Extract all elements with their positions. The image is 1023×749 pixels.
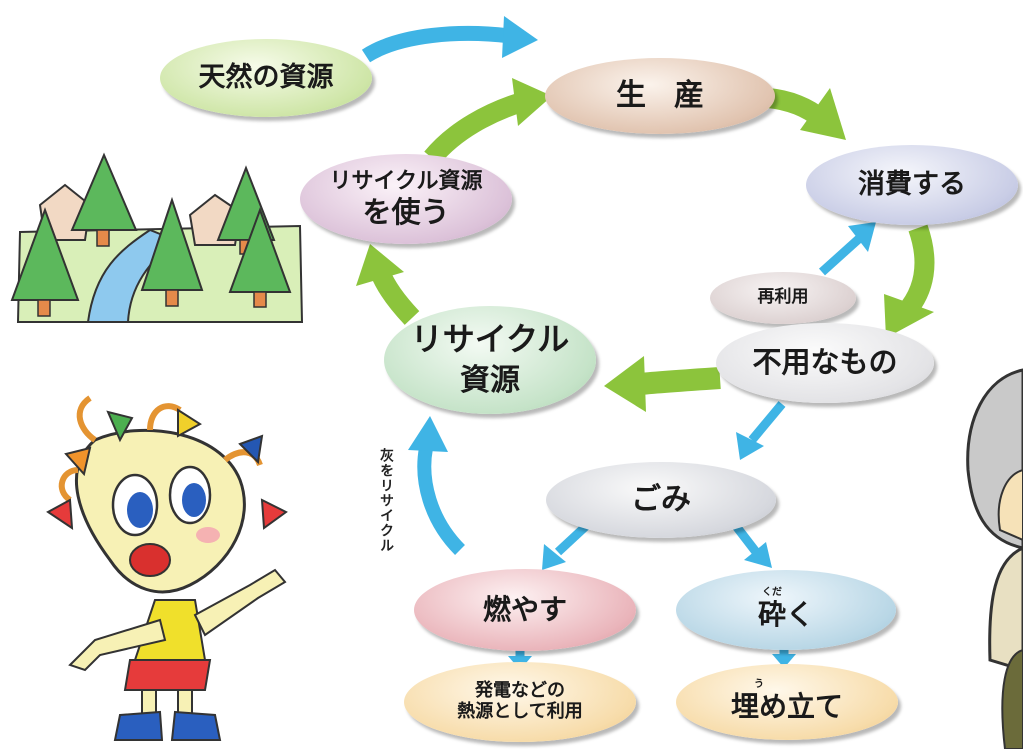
node-landfill-ruby: う [754, 679, 764, 691]
ash-recycle-label: 灰をリサイクル [378, 448, 394, 553]
node-production-label: 生産 [616, 77, 732, 113]
node-unneeded-items: 不用なもの [716, 323, 934, 403]
arrow-natural-to-production [361, 16, 538, 63]
node-reuse-label: 再利用 [757, 287, 809, 308]
node-burn: 燃やす [414, 569, 636, 651]
node-landfill-label: 埋め立て [730, 690, 843, 724]
node-heat-source: 発電などの 熱源として利用 [404, 662, 636, 742]
node-reuse: 再利用 [710, 272, 856, 324]
figure-partial [966, 368, 1023, 749]
arrow-ash-recycle [408, 416, 466, 555]
arrow-unneeded-to-recycled [604, 356, 721, 412]
node-garbage: ごみ [546, 462, 776, 538]
node-use-recycled-line2: を使う [362, 194, 450, 229]
arrow-garbage-to-crush [732, 523, 772, 568]
node-crush-label: 砕く [757, 598, 814, 632]
node-crush: くだ 砕く [676, 570, 896, 650]
node-natural-resources: 天然の資源 [160, 39, 372, 117]
arrow-garbage-to-burn [542, 522, 590, 570]
arrow-recycled-to-useres [356, 244, 420, 325]
arrow-consume-to-unneeded [884, 224, 935, 338]
node-consume-label: 消費する [858, 169, 966, 201]
node-recycled-resources: リサイクル 資源 [384, 306, 596, 414]
node-recycled-line2: 資源 [460, 363, 520, 399]
node-garbage-label: ごみ [631, 481, 691, 517]
node-recycled-line1: リサイクル [410, 320, 570, 359]
node-consume: 消費する [806, 145, 1018, 225]
node-crush-ruby: くだ [762, 587, 782, 599]
node-unneeded-label: 不用なもの [752, 345, 898, 380]
arrow-useres-to-production [424, 78, 552, 165]
node-production: 生産 [545, 58, 775, 134]
node-landfill: う 埋め立て [676, 664, 898, 740]
node-heat-line1: 発電などの [475, 680, 565, 702]
node-use-recycled-resources: リサイクル資源 を使う [300, 154, 512, 244]
arrow-unneeded-to-garbage [736, 401, 786, 460]
node-heat-line2: 熱源として利用 [457, 701, 583, 722]
forest-river-illustration [10, 152, 304, 323]
node-burn-label: 燃やす [482, 592, 567, 626]
mascot-character [46, 395, 288, 741]
arrow-production-to-consume [766, 88, 846, 140]
arrow-reuse-to-consume [818, 222, 876, 276]
node-natural-resources-label: 天然の資源 [198, 62, 334, 94]
node-use-recycled-line1: リサイクル資源 [329, 168, 483, 194]
